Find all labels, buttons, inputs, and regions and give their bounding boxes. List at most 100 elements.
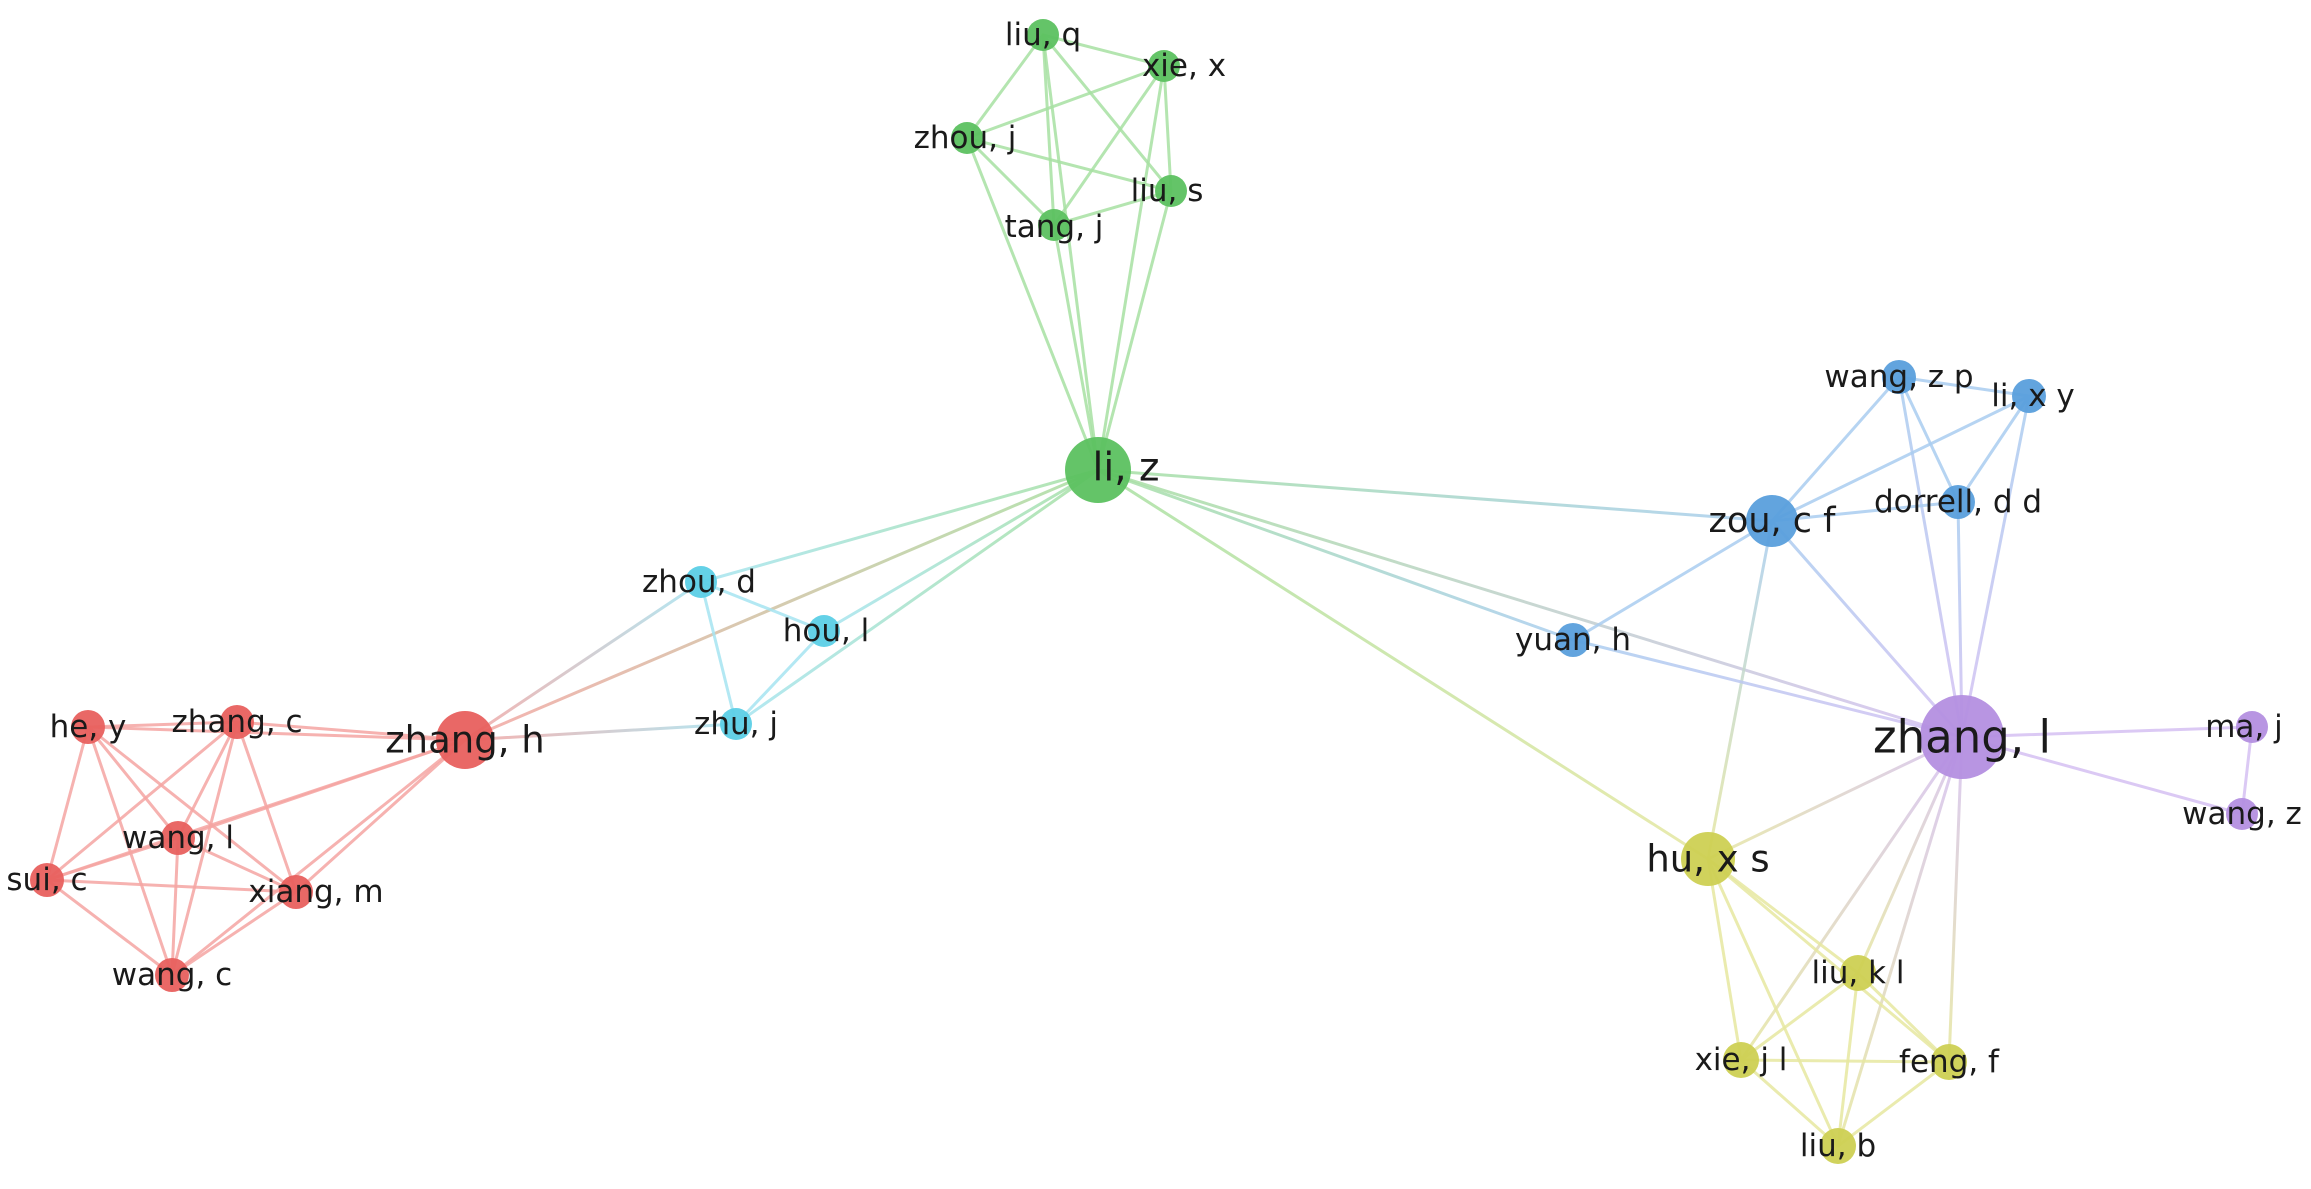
node-dorrell[interactable]: dorrell, d d	[1874, 484, 2042, 520]
node-circle[interactable]	[1882, 360, 1916, 394]
node-zoucf[interactable]: zou, c f	[1709, 495, 1837, 547]
node-label: zhu, j	[694, 706, 778, 742]
node-circle[interactable]	[2226, 798, 2258, 830]
node-label: ma, j	[2205, 709, 2283, 745]
edge-liz-zhoud	[699, 468, 1100, 584]
node-zhoud[interactable]: zhou, d	[642, 564, 756, 600]
edge-liz-zhuj	[734, 468, 1100, 726]
node-houl[interactable]: hou, l	[783, 613, 870, 649]
node-circle[interactable]	[161, 821, 195, 855]
node-suic[interactable]: sui, c	[6, 862, 87, 898]
node-yuanh[interactable]: yuan, h	[1515, 622, 1631, 658]
node-circle[interactable]	[1723, 1042, 1759, 1078]
node-circle[interactable]	[30, 863, 64, 897]
node-label: li, x y	[1991, 378, 2074, 414]
edge-liz-yuanh	[1096, 468, 1575, 642]
node-hey[interactable]: he, y	[50, 709, 127, 745]
node-huxs[interactable]: hu, x s	[1646, 832, 1770, 886]
edges-layer	[45, 33, 2254, 1148]
node-lius[interactable]: liu, s	[1131, 173, 1204, 209]
node-circle[interactable]	[1681, 832, 1735, 886]
node-xiangm[interactable]: xiang, m	[248, 874, 383, 910]
node-liub[interactable]: liu, b	[1800, 1128, 1876, 1164]
node-label: wang, c	[112, 957, 232, 993]
node-wangz[interactable]: wang, z	[2182, 796, 2302, 832]
node-circle[interactable]	[1820, 1128, 1856, 1164]
edge-xiex-lius	[1162, 64, 1173, 193]
edge-zhangl-huxs	[1706, 735, 1964, 861]
node-fengf[interactable]: feng, f	[1899, 1044, 2000, 1080]
edge-wangzp-lixy	[1897, 375, 2031, 398]
edge-zhangc-xiangm	[235, 720, 298, 894]
edge-liz-zoucf	[1096, 468, 1774, 523]
edge-wangzp-zoucf	[1770, 375, 1901, 523]
node-zhangl[interactable]: zhang, l	[1873, 695, 2051, 779]
node-zhouj[interactable]: zhou, j	[914, 120, 1017, 156]
node-circle[interactable]	[1148, 50, 1180, 82]
node-wangzp[interactable]: wang, z p	[1824, 359, 1973, 395]
node-circle[interactable]	[720, 708, 752, 740]
edge-xiejl-liub	[1739, 1058, 1840, 1148]
node-label: xie, x	[1142, 48, 1226, 84]
edge-zoucf-yuanh	[1571, 519, 1774, 642]
node-circle[interactable]	[1941, 485, 1975, 519]
edge-liq-xiex	[1041, 33, 1166, 68]
node-circle[interactable]	[1556, 623, 1590, 657]
edge-huxs-fengf	[1706, 857, 1951, 1064]
node-circle[interactable]	[1840, 955, 1876, 991]
edge-houl-zhuj	[734, 629, 826, 726]
node-circle[interactable]	[1038, 209, 1070, 241]
edge-tangj-liz	[1052, 223, 1100, 472]
node-label: liu, b	[1800, 1128, 1876, 1164]
node-circle[interactable]	[2012, 379, 2046, 413]
node-zhangc[interactable]: zhang, c	[172, 704, 303, 740]
node-circle[interactable]	[220, 705, 254, 739]
edge-zhangh-wangc	[170, 738, 467, 977]
edge-suic-wangc	[45, 878, 174, 977]
node-circle[interactable]	[279, 875, 313, 909]
edge-zhangl-maj	[1960, 725, 2254, 739]
edge-wangl-xiangm	[176, 836, 298, 894]
edge-lixy-dorrell	[1956, 394, 2031, 504]
edge-lixy-zhangl	[1960, 394, 2031, 739]
edge-xiangm-wangc	[170, 890, 298, 977]
node-wangc[interactable]: wang, c	[112, 957, 232, 993]
edge-yuanh-zhangl	[1571, 638, 1964, 739]
edge-dorrell-zoucf	[1770, 500, 1960, 523]
node-label: zou, c f	[1709, 501, 1837, 541]
edge-liukl-xiejl	[1739, 971, 1860, 1062]
node-liz[interactable]: li, z	[1065, 437, 1159, 503]
node-circle[interactable]	[71, 710, 105, 744]
node-circle[interactable]	[685, 566, 717, 598]
node-zhangh[interactable]: zhang, h	[385, 711, 545, 769]
edge-lius-tangj	[1052, 189, 1173, 227]
node-tangj[interactable]: tang, j	[1005, 209, 1104, 245]
node-circle[interactable]	[155, 958, 189, 992]
node-label: liu, q	[1005, 17, 1081, 53]
edge-xiex-tangj	[1052, 64, 1166, 227]
node-xiex[interactable]: xie, x	[1142, 48, 1226, 84]
node-circle[interactable]	[436, 711, 494, 769]
edge-zhangc-suic	[45, 720, 239, 882]
edge-wangl-suic	[45, 836, 180, 882]
node-circle[interactable]	[1931, 1044, 1967, 1080]
node-circle[interactable]	[1065, 437, 1131, 503]
node-label: zhang, l	[1873, 711, 2051, 764]
edge-huxs-liub	[1706, 857, 1840, 1148]
node-circle[interactable]	[2236, 711, 2268, 743]
node-circle[interactable]	[808, 615, 840, 647]
node-label: hou, l	[783, 613, 870, 649]
node-circle[interactable]	[951, 122, 983, 154]
node-circle[interactable]	[1746, 495, 1798, 547]
node-liq[interactable]: liu, q	[1005, 17, 1081, 53]
node-maj[interactable]: ma, j	[2205, 709, 2283, 745]
node-zhuj[interactable]: zhu, j	[694, 706, 778, 742]
node-circle[interactable]	[1920, 695, 2004, 779]
node-wangl[interactable]: wang, l	[122, 820, 234, 856]
node-liukl[interactable]: liu, k l	[1812, 955, 1905, 991]
node-lixy[interactable]: li, x y	[1991, 378, 2074, 414]
node-xiejl[interactable]: xie, j l	[1695, 1042, 1788, 1078]
node-circle[interactable]	[1027, 19, 1059, 51]
node-circle[interactable]	[1155, 175, 1187, 207]
